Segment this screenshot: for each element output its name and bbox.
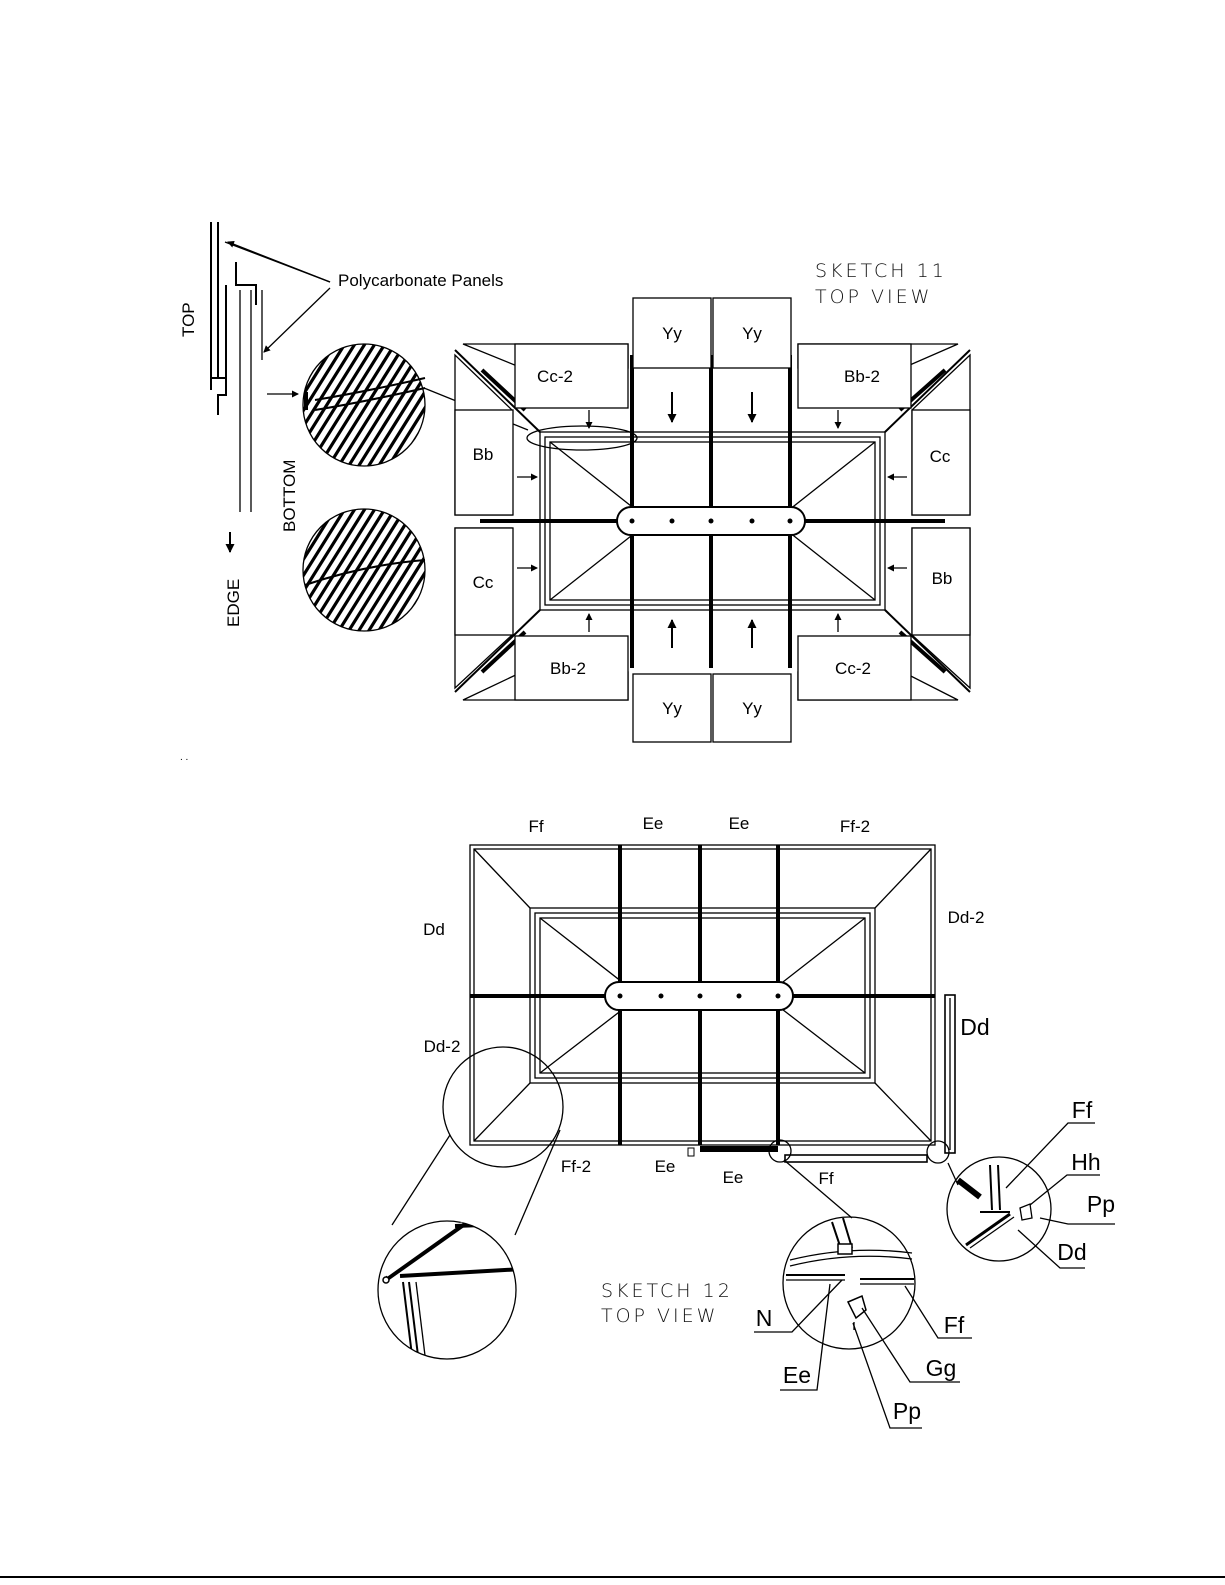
stray-mark: . .	[180, 752, 188, 763]
sketch-12-top-view: Ff Ee Ee Ff-2 Dd Dd-2 Dd-2 Dd Ff-2 Ee Ee…	[423, 814, 990, 1327]
edge-dd2-right: Dd-2	[948, 908, 985, 927]
edge-dd2-left: Dd-2	[424, 1037, 461, 1056]
panel-cc-right: Cc	[930, 447, 951, 466]
panel-yy-top-left: Yy	[662, 324, 682, 343]
edge-ff2-top: Ff-2	[840, 817, 870, 836]
callout-ee: Ee	[783, 1362, 811, 1388]
edge-ee-top-2: Ee	[729, 814, 750, 833]
panel-bb-right: Bb	[932, 569, 953, 588]
panel-yy-bottom-right: Yy	[742, 699, 762, 718]
panel-bb2-top: Bb-2	[844, 367, 880, 386]
panel-yy-top-right: Yy	[742, 324, 762, 343]
page-bottom-rule	[0, 1576, 1225, 1578]
callout-dd: Dd	[1057, 1239, 1086, 1265]
panel-cc2-bottom: Cc-2	[835, 659, 871, 678]
callout-pp-a: Pp	[1087, 1191, 1115, 1217]
panel-cc-left: Cc	[473, 573, 494, 592]
edge-ee-bottom-2: Ee	[723, 1168, 744, 1187]
sketch-11-subtitle: TOP VIEW	[815, 286, 932, 308]
edge-ee-bottom-1: Ee	[655, 1157, 676, 1176]
panel-yy-bottom-left: Yy	[662, 699, 682, 718]
callout-ff-a: Ff	[1072, 1097, 1093, 1123]
edge-ee-top-1: Ee	[643, 814, 664, 833]
sketch-12-subtitle: TOP VIEW	[601, 1305, 718, 1327]
sketch-11-top-view: SKETCH 11 TOP VIEW	[455, 260, 970, 742]
callout-pp-b: Pp	[893, 1398, 921, 1424]
corner-bracket-magnified-detail: Ff Hh Pp Dd	[947, 1097, 1115, 1268]
edge-ff2-bottom: Ff-2	[561, 1157, 591, 1176]
sketch-12-title: SKETCH 12	[601, 1280, 733, 1302]
edge-dd-left: Dd	[423, 920, 445, 939]
panel-bb2-bottom: Bb-2	[550, 659, 586, 678]
side-piece-dd: Dd	[960, 1014, 989, 1040]
callout-ff-b: Ff	[944, 1312, 965, 1338]
panel-cc2-top: Cc-2	[537, 367, 573, 386]
top-label: TOP	[179, 302, 198, 337]
connector-magnified-detail: N Ee Ff Gg Pp	[754, 1160, 972, 1428]
polycarbonate-panels-label: Polycarbonate Panels	[338, 271, 503, 290]
bottom-label: BOTTOM	[280, 460, 299, 532]
edge-ff-bottom: Ff	[818, 1169, 833, 1188]
edge-label: EDGE	[224, 579, 243, 627]
callout-n: N	[756, 1305, 773, 1331]
callout-gg: Gg	[926, 1355, 957, 1381]
callout-hh: Hh	[1071, 1149, 1100, 1175]
panel-bb-left: Bb	[473, 445, 494, 464]
edge-ff-top: Ff	[528, 817, 543, 836]
sketch-11-title: SKETCH 11	[815, 260, 947, 282]
